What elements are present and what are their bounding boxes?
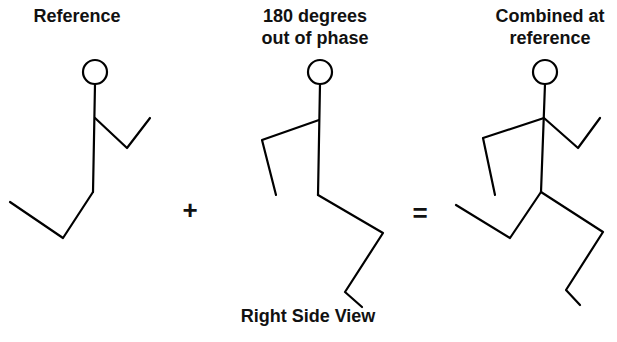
figure-heading: Combined at reference [489,6,611,49]
figure-heading: Reference [17,6,137,28]
plus-sign: + [175,195,205,226]
combined-figure [456,60,603,305]
equals-sign: = [405,198,435,229]
reference-figure [10,60,150,238]
caption: Right Side View [208,306,408,328]
out-of-phase-figure [262,60,383,307]
figure-heading: 180 degrees out of phase [250,6,380,49]
